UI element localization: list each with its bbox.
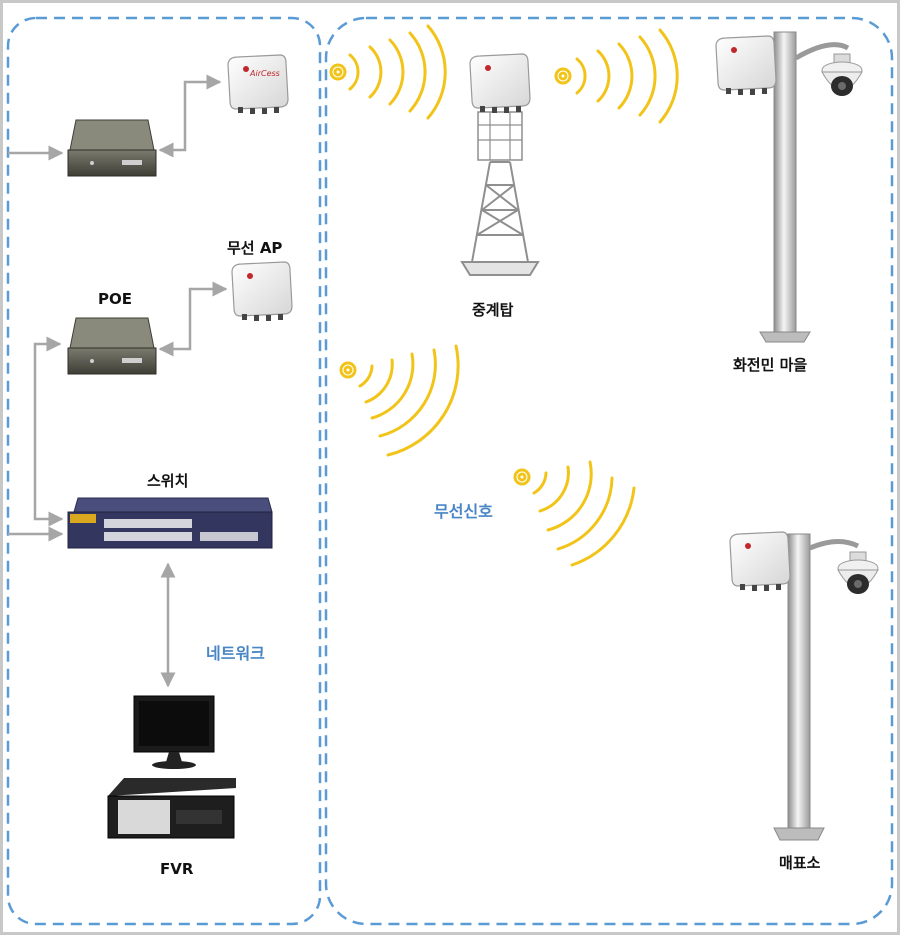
arrow-poe2-ap2: [158, 281, 228, 357]
signal-waves-tower-left: [329, 24, 447, 120]
ptz-camera-ticket-office: [837, 551, 879, 595]
label-switch: 스위치: [147, 472, 189, 490]
relay-tower: [460, 111, 540, 276]
label-network: 네트워크: [206, 644, 265, 663]
label-wireless-signal: 무선신호: [434, 502, 493, 521]
label-ticket-office: 매표소: [779, 854, 821, 872]
signal-waves-mid: [339, 344, 460, 457]
arrow-poe2-switch: [33, 336, 64, 527]
label-poe: POE: [98, 290, 132, 308]
signal-waves-low: [513, 460, 636, 567]
wireless-ap-village: [715, 35, 777, 96]
label-relay-tower: 중계탑: [472, 301, 514, 319]
wireless-ap-1: [227, 54, 289, 115]
ticket-office-pole: [773, 533, 860, 841]
signal-waves-tower-right: [554, 28, 679, 124]
label-wireless-ap: 무선 AP: [227, 239, 283, 257]
wiring-arrows: [8, 74, 228, 688]
fvr-recorder: [107, 778, 236, 839]
poe-box-1: [67, 119, 157, 177]
monitor: [133, 695, 215, 769]
wireless-ap-2: [231, 261, 293, 322]
ap-brand-1: AirCess: [249, 69, 280, 78]
remote-zone-border: [324, 16, 894, 926]
village-pole: [759, 31, 850, 343]
local-zone-border: [6, 16, 322, 926]
network-switch: [67, 497, 273, 549]
ptz-camera-village: [821, 53, 863, 97]
poe-box-2: [67, 317, 157, 375]
wireless-ap-ticket-office: [729, 531, 791, 592]
wireless-ap-tower: [469, 53, 531, 114]
label-fvr: FVR: [160, 860, 194, 878]
arrow-poe1-ap1: [158, 74, 222, 158]
label-village: 화전민 마을: [733, 356, 808, 374]
